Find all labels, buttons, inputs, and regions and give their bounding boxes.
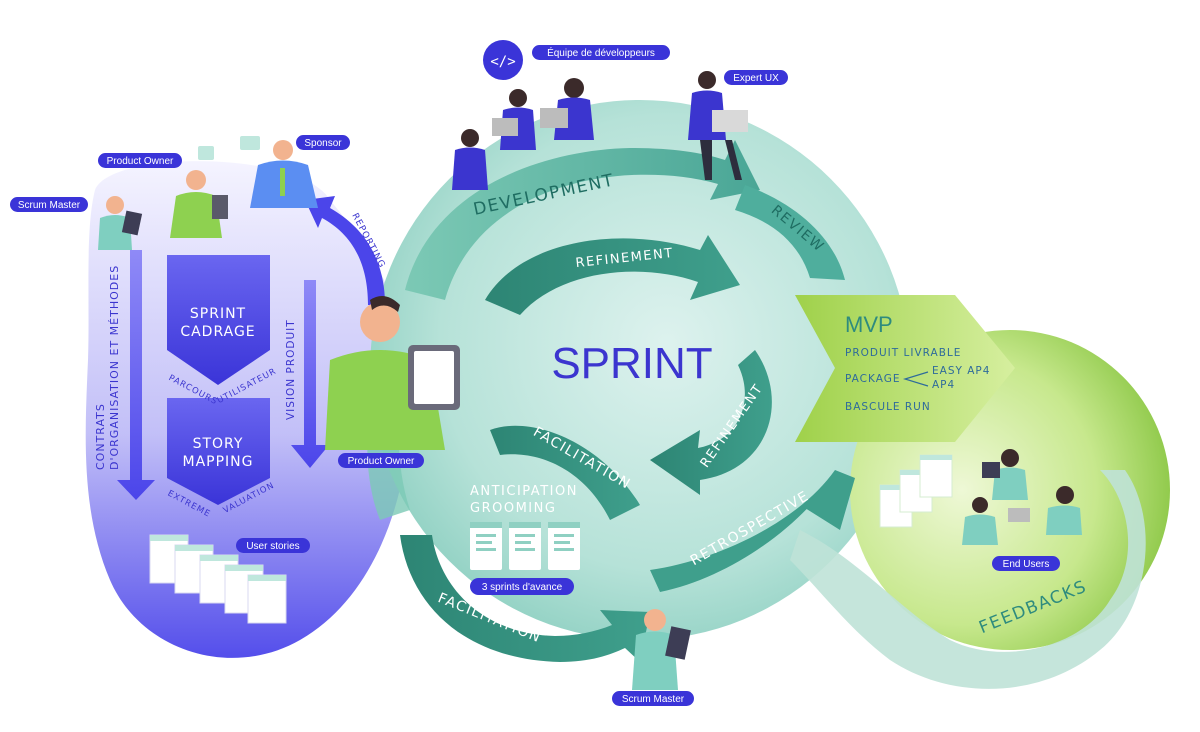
role-pill-scrum-master-bottom <box>612 691 694 706</box>
feedbacks-arrow <box>790 470 1146 689</box>
mvp-package-opt1: EASY AP4 <box>932 365 990 377</box>
sprints-ahead-text: 3 sprints d'avance <box>482 582 563 593</box>
end-users-figures <box>962 449 1082 545</box>
contracts-vertical-line2: D'ORGANISATION ET MÉTHODES <box>108 265 121 470</box>
role-product-owner-top: Product Owner <box>107 156 174 167</box>
sprint-cycle-circle <box>370 100 910 640</box>
role-end-users: End Users <box>1003 559 1050 570</box>
sponsor-figure <box>240 136 318 208</box>
svg-text:</>: </> <box>490 54 515 70</box>
mvp-item-bascule: BASCULE RUN <box>845 401 931 413</box>
story-mapping-line2: MAPPING <box>183 454 254 470</box>
development-arc <box>405 140 760 300</box>
story-mapping-chevron[interactable] <box>167 398 270 505</box>
vision-arrow <box>291 280 329 468</box>
anticipation-line2: GROOMING <box>470 501 556 516</box>
role-sponsor: Sponsor <box>304 138 342 149</box>
scrum-master-bottom-figure <box>632 609 691 690</box>
role-pill-user-stories <box>236 538 310 553</box>
role-scrum-master-left: Scrum Master <box>18 200 81 211</box>
role-user-stories: User stories <box>246 541 299 552</box>
facilitation-outer-arc <box>400 535 650 662</box>
sprints-ahead-pill <box>470 578 574 595</box>
role-product-owner-center: Product Owner <box>348 456 415 467</box>
sprint-cadrage-line2: CADRAGE <box>180 324 255 340</box>
mvp-item-produit: PRODUIT LIVRABLE <box>845 347 961 359</box>
mvp-branch-lines <box>902 371 929 387</box>
dev-team-figures: </> <box>452 40 594 190</box>
contracts-arrow <box>117 250 155 500</box>
role-pill-sponsor <box>296 135 350 150</box>
vision-vertical: VISION PRODUIT <box>285 319 297 420</box>
end-users-cards <box>879 454 953 528</box>
mvp-package: PACKAGE <box>845 373 900 385</box>
refinement-top-arc <box>485 235 740 315</box>
product-owner-center-figure <box>325 296 460 450</box>
role-pill-end-users <box>992 556 1060 571</box>
story-mapping-line1: STORY <box>193 436 244 452</box>
role-pill-product-owner-center <box>338 453 424 468</box>
sprint-center-title: SPRINT <box>551 339 712 388</box>
review-arc <box>735 185 845 280</box>
role-pill-scrum-master-left <box>10 197 88 212</box>
grooming-cards <box>470 522 580 570</box>
retrospective-arc <box>650 470 855 592</box>
role-pill-product-owner-top <box>98 153 182 168</box>
role-scrum-master-bottom: Scrum Master <box>622 694 685 705</box>
mvp-title: MVP <box>845 312 893 337</box>
role-pill-dev-team <box>532 45 670 60</box>
role-expert-ux: Expert UX <box>733 73 779 84</box>
product-owner-top-figure <box>170 146 228 238</box>
scrum-master-left-figure <box>98 196 143 250</box>
role-dev-team: Équipe de développeurs <box>547 46 655 59</box>
sprint-cadrage-chevron[interactable] <box>167 255 270 385</box>
sprint-cadrage-line1: SPRINT <box>190 306 246 322</box>
anticipation-line1: ANTICIPATION <box>470 484 578 499</box>
mvp-package-opt2: AP4 <box>932 379 955 391</box>
role-pill-expert-ux <box>724 70 788 85</box>
facilitation-inner-arc <box>490 425 640 520</box>
refinement-right-arc <box>650 350 772 495</box>
expert-ux-figure <box>688 71 748 180</box>
mvp-arrow[interactable] <box>795 295 1015 442</box>
user-stories-cards <box>149 534 287 624</box>
contracts-vertical-line1: CONTRATS <box>94 403 107 470</box>
